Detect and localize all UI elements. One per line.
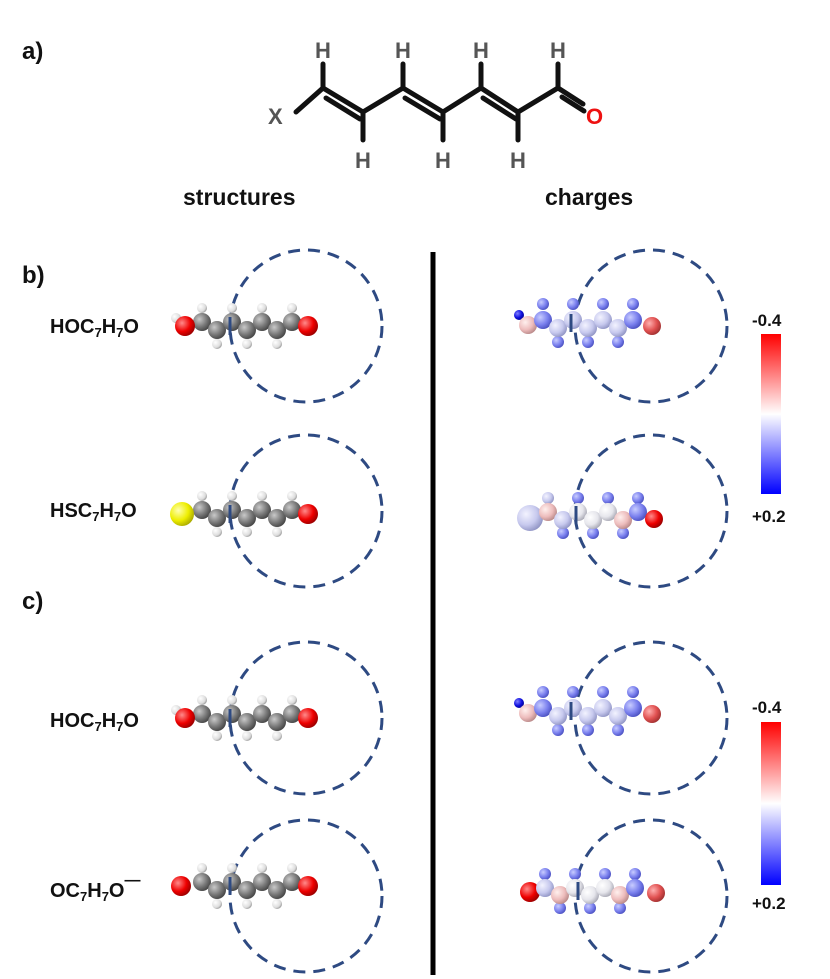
formula-b2: HSC7H7O [50,500,137,524]
structure-c1 [171,695,318,741]
structure-c2 [171,863,318,909]
atom-label-h: H [550,38,566,63]
dashed-circles [228,248,729,974]
colorbar1-top-label: -0.4 [752,311,782,330]
colorbar2-bottom-label: +0.2 [752,894,786,913]
structure-b1 [171,303,318,349]
atom-label-h: H [355,148,371,173]
charges-c1 [514,686,661,736]
colorbar2-top-label: -0.4 [752,698,782,717]
panel-label-b: b) [22,262,45,289]
formula-b1: HOC7H7O [50,316,139,340]
formula-c1: HOC7H7O [50,710,139,734]
atom-label-h: H [473,38,489,63]
atom-label-x: X [268,104,283,129]
charges-c2 [520,868,665,914]
panel-label-c: c) [22,588,44,615]
colorbar1-bottom-label: +0.2 [752,507,786,526]
charges-b2 [517,492,663,539]
atom-label-h: H [315,38,331,63]
skeletal-formula [293,61,587,143]
header-structures: structures [183,184,296,210]
panel-label-a: a) [22,38,44,65]
colorbar-b [761,334,781,494]
charges-b1 [514,298,661,348]
header-charges: charges [545,184,634,210]
colorbar-c [761,722,781,885]
atom-label-h: H [395,38,411,63]
formula-c2: OC7H7O— [50,872,141,904]
atom-label-o: O [586,104,603,129]
atom-label-h: H [510,148,526,173]
structure-b2 [170,491,318,537]
atom-label-h: H [435,148,451,173]
